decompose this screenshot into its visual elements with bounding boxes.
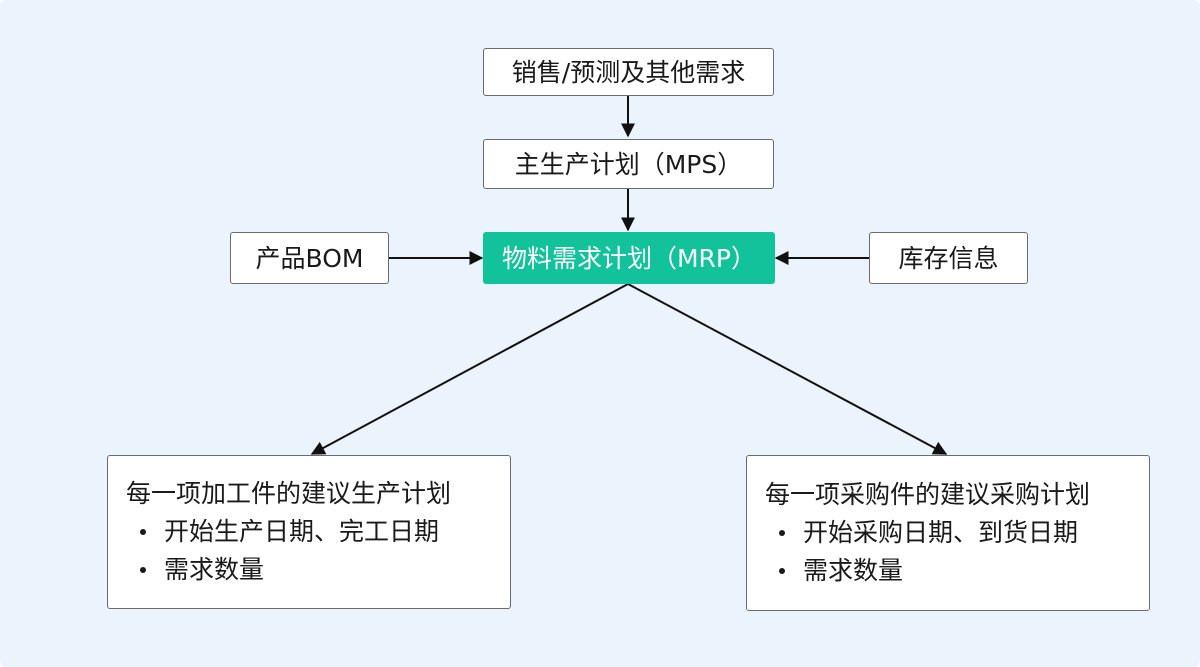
production-plan-bullets: 开始生产日期、完工日期 需求数量 — [126, 513, 439, 589]
node-inventory: 库存信息 — [869, 232, 1028, 284]
node-mps: 主生产计划（MPS） — [483, 139, 774, 189]
edge-mrp-to-production — [310, 283, 629, 455]
node-purchase-plan: 每一项采购件的建议采购计划 开始采购日期、到货日期 需求数量 — [746, 455, 1150, 611]
node-bom-label: 产品BOM — [255, 243, 364, 273]
production-plan-bullet: 需求数量 — [126, 551, 439, 589]
node-mrp-label: 物料需求计划（MRP） — [501, 243, 757, 273]
purchase-plan-title: 每一项采购件的建议采购计划 — [765, 480, 1091, 509]
production-plan-bullet: 开始生产日期、完工日期 — [126, 513, 439, 551]
node-inventory-label: 库存信息 — [898, 243, 999, 273]
node-mrp: 物料需求计划（MRP） — [483, 232, 775, 284]
purchase-plan-bullet: 需求数量 — [765, 552, 1078, 590]
purchase-plan-bullets: 开始采购日期、到货日期 需求数量 — [765, 514, 1078, 590]
node-demand: 销售/预测及其他需求 — [483, 48, 774, 96]
production-plan-title: 每一项加工件的建议生产计划 — [126, 479, 452, 508]
node-demand-label: 销售/预测及其他需求 — [511, 57, 746, 87]
node-production-plan: 每一项加工件的建议生产计划 开始生产日期、完工日期 需求数量 — [107, 455, 511, 609]
node-bom: 产品BOM — [230, 232, 389, 284]
purchase-plan-bullet: 开始采购日期、到货日期 — [765, 514, 1078, 552]
edge-mrp-to-purchase — [627, 283, 948, 455]
node-mps-label: 主生产计划（MPS） — [514, 149, 743, 179]
